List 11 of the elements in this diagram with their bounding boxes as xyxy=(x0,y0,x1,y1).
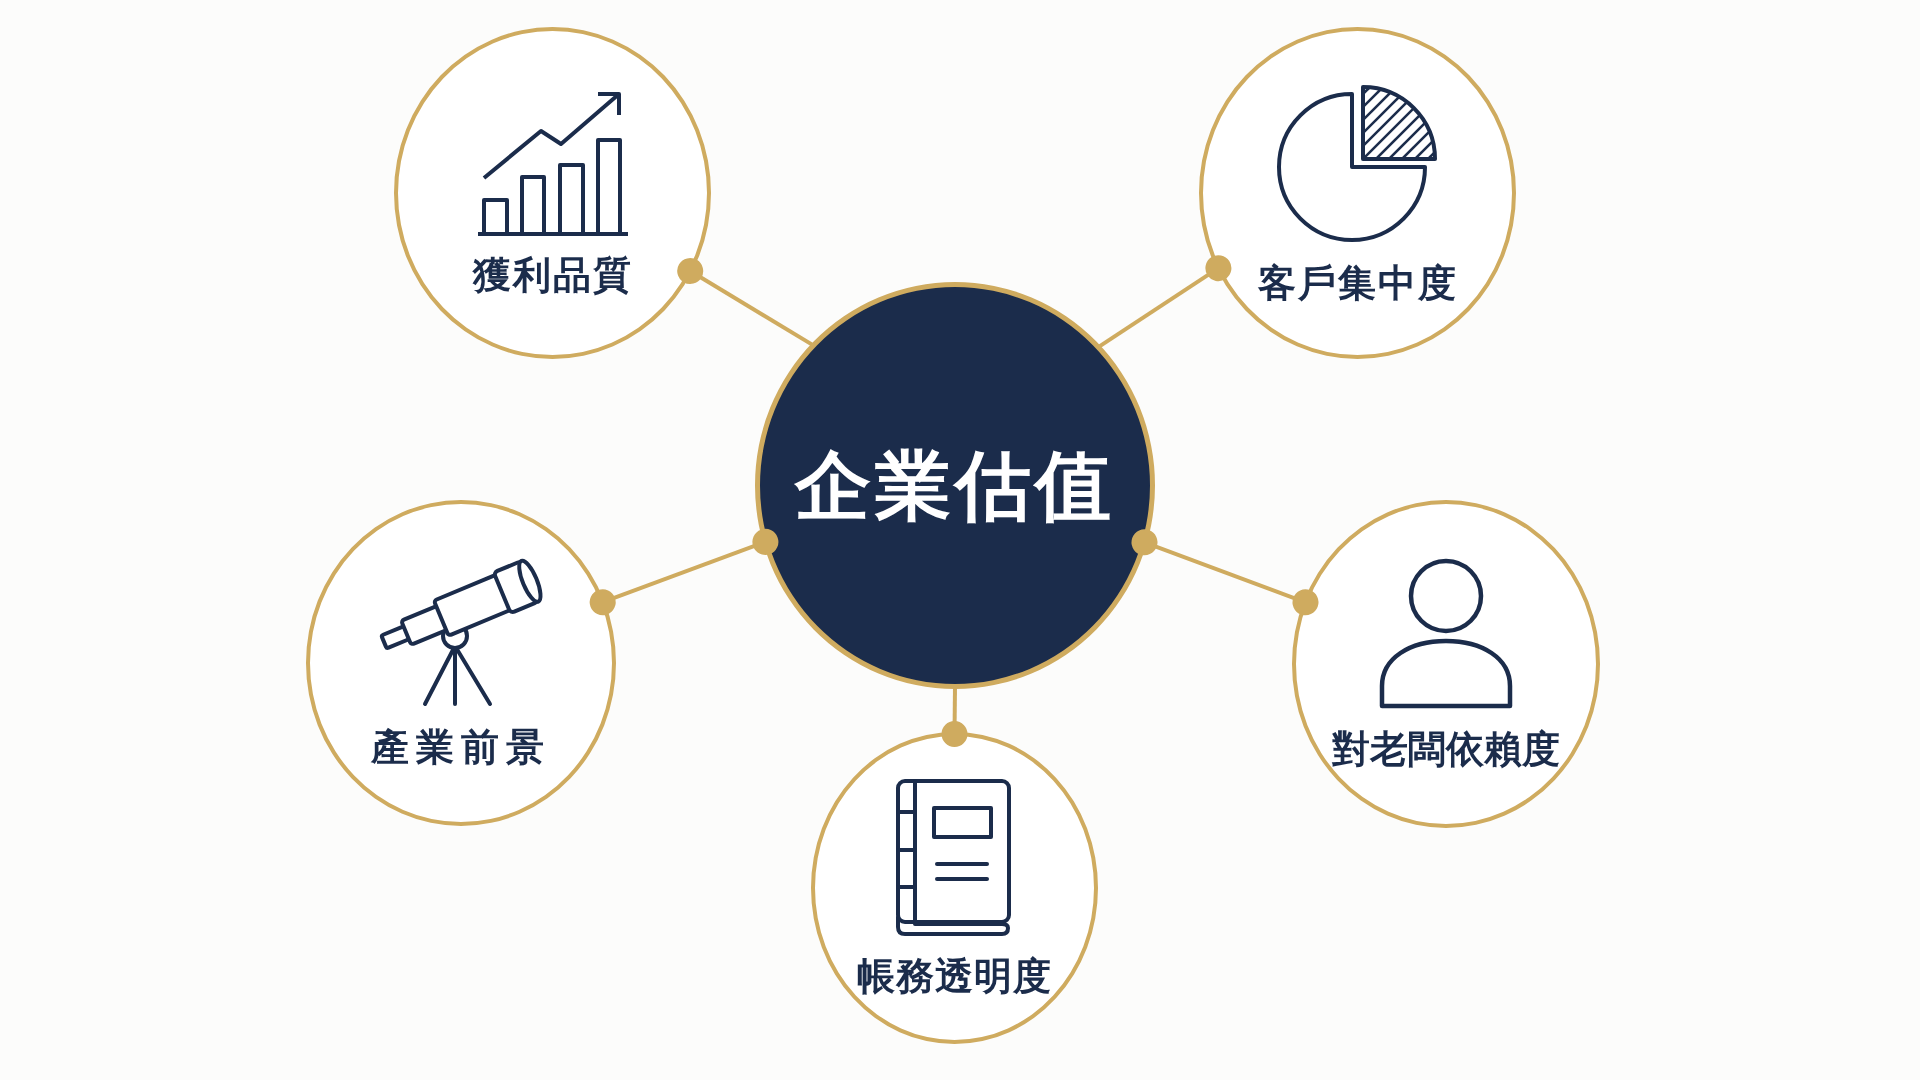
connector-line xyxy=(1131,529,1319,616)
connector-line xyxy=(677,258,815,348)
hub-title: 企業估值 xyxy=(795,441,1115,530)
connector-line xyxy=(941,686,968,747)
topic-label: 產業前景 xyxy=(371,724,551,769)
connector-line xyxy=(589,528,779,616)
topic-label: 客戶集中度 xyxy=(1257,260,1458,305)
topic-label: 獲利品質 xyxy=(472,252,633,297)
topic-label: 對老闆依賴度 xyxy=(1332,726,1560,771)
topic-label: 帳務透明度 xyxy=(857,953,1052,998)
connector-line xyxy=(1097,255,1232,349)
